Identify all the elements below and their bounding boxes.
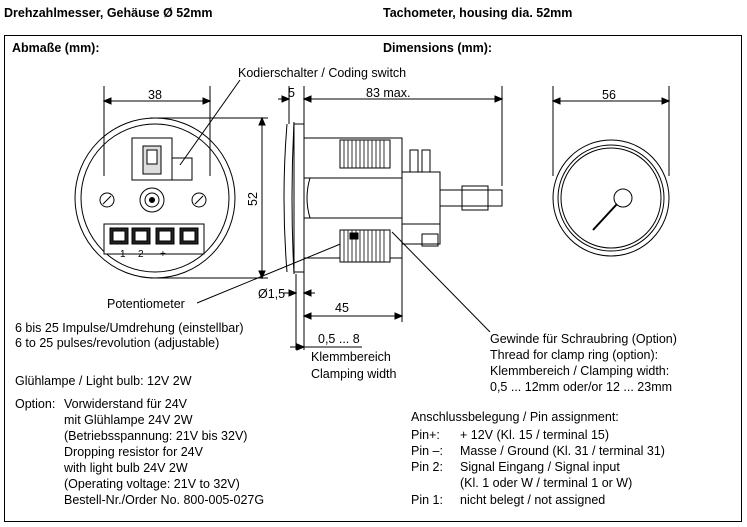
- pin-assignment-title: Anschlussbelegung / Pin assignment:: [411, 410, 619, 424]
- drawing-frame: [4, 35, 742, 522]
- coding-switch-label: Kodierschalter / Coding switch: [238, 66, 407, 80]
- dim-52: 52: [245, 192, 260, 206]
- thread-line-2: Thread for clamp ring (option):: [490, 348, 659, 362]
- option-line: mit Glühlampe 24V 2W: [64, 413, 193, 427]
- option-line: with light bulb 24V 2W: [64, 461, 188, 475]
- option-label: Option:: [15, 397, 56, 411]
- option-line: Vorwiderstand für 24V: [64, 397, 187, 411]
- terminal-label-1: 1: [120, 249, 126, 260]
- dim-38: 38: [148, 88, 162, 102]
- front-view: [551, 86, 671, 257]
- pin-label: Pin 2:: [411, 460, 443, 474]
- option-line: Dropping resistor for 24V: [64, 445, 203, 459]
- dim-45: 45: [335, 301, 349, 315]
- dim-83-max: 83 max.: [366, 86, 411, 100]
- pin-label: Pin 1:: [411, 493, 443, 507]
- pin-description: Masse / Ground (Kl. 31 / terminal 31): [460, 444, 665, 458]
- impulse-english: 6 to 25 pulses/revolution (adjustable): [15, 336, 220, 350]
- pin-description: nicht belegt / not assigned: [460, 493, 606, 507]
- pin-description: + 12V (Kl. 15 / terminal 15): [460, 428, 610, 442]
- pin-description: (Kl. 1 oder W / terminal 1 or W): [460, 476, 633, 490]
- light-bulb-spec: Glühlampe / Light bulb: 12V 2W: [15, 374, 192, 388]
- dim-0-5-8: 0,5 ... 8: [318, 332, 360, 346]
- option-line: (Betriebsspannung: 21V bis 32V): [64, 429, 248, 443]
- terminal-label-minus: -: [184, 249, 188, 260]
- pin-description: Signal Eingang / Signal input: [460, 460, 620, 474]
- dimensions-label-german: Abmaße (mm):: [12, 41, 100, 55]
- thread-line-1: Gewinde für Schraubring (Option): [490, 332, 677, 346]
- pin-label: Pin+:: [411, 428, 440, 442]
- impulse-german: 6 bis 25 Impulse/Umdrehung (einstellbar): [15, 321, 244, 335]
- option-line: Bestell-Nr./Order No. 800-005-027G: [64, 493, 265, 507]
- dim-5: 5: [288, 86, 295, 100]
- rear-view: [74, 86, 268, 280]
- dim-1-5: Ø1,5: [258, 287, 286, 301]
- side-view: [278, 86, 504, 351]
- title-english: Tachometer, housing dia. 52mm: [383, 6, 573, 20]
- terminal-label-2: 2: [138, 249, 144, 260]
- pin-label: Pin –:: [411, 444, 443, 458]
- clamping-label-english: Clamping width: [311, 367, 397, 381]
- option-line: (Operating voltage: 21V to 32V): [64, 477, 240, 491]
- terminal-label-plus: +: [160, 249, 166, 260]
- potentiometer-label: Potentiometer: [107, 297, 185, 311]
- dimensions-label-english: Dimensions (mm):: [383, 41, 493, 55]
- thread-line-4: 0,5 ... 12mm oder/or 12 ... 23mm: [490, 380, 673, 394]
- clamping-label-german: Klemmbereich: [311, 350, 391, 364]
- thread-line-3: Klemmbereich / Clamping width:: [490, 364, 670, 378]
- title-german: Drehzahlmesser, Gehäuse Ø 52mm: [4, 6, 213, 20]
- dim-56: 56: [602, 88, 616, 102]
